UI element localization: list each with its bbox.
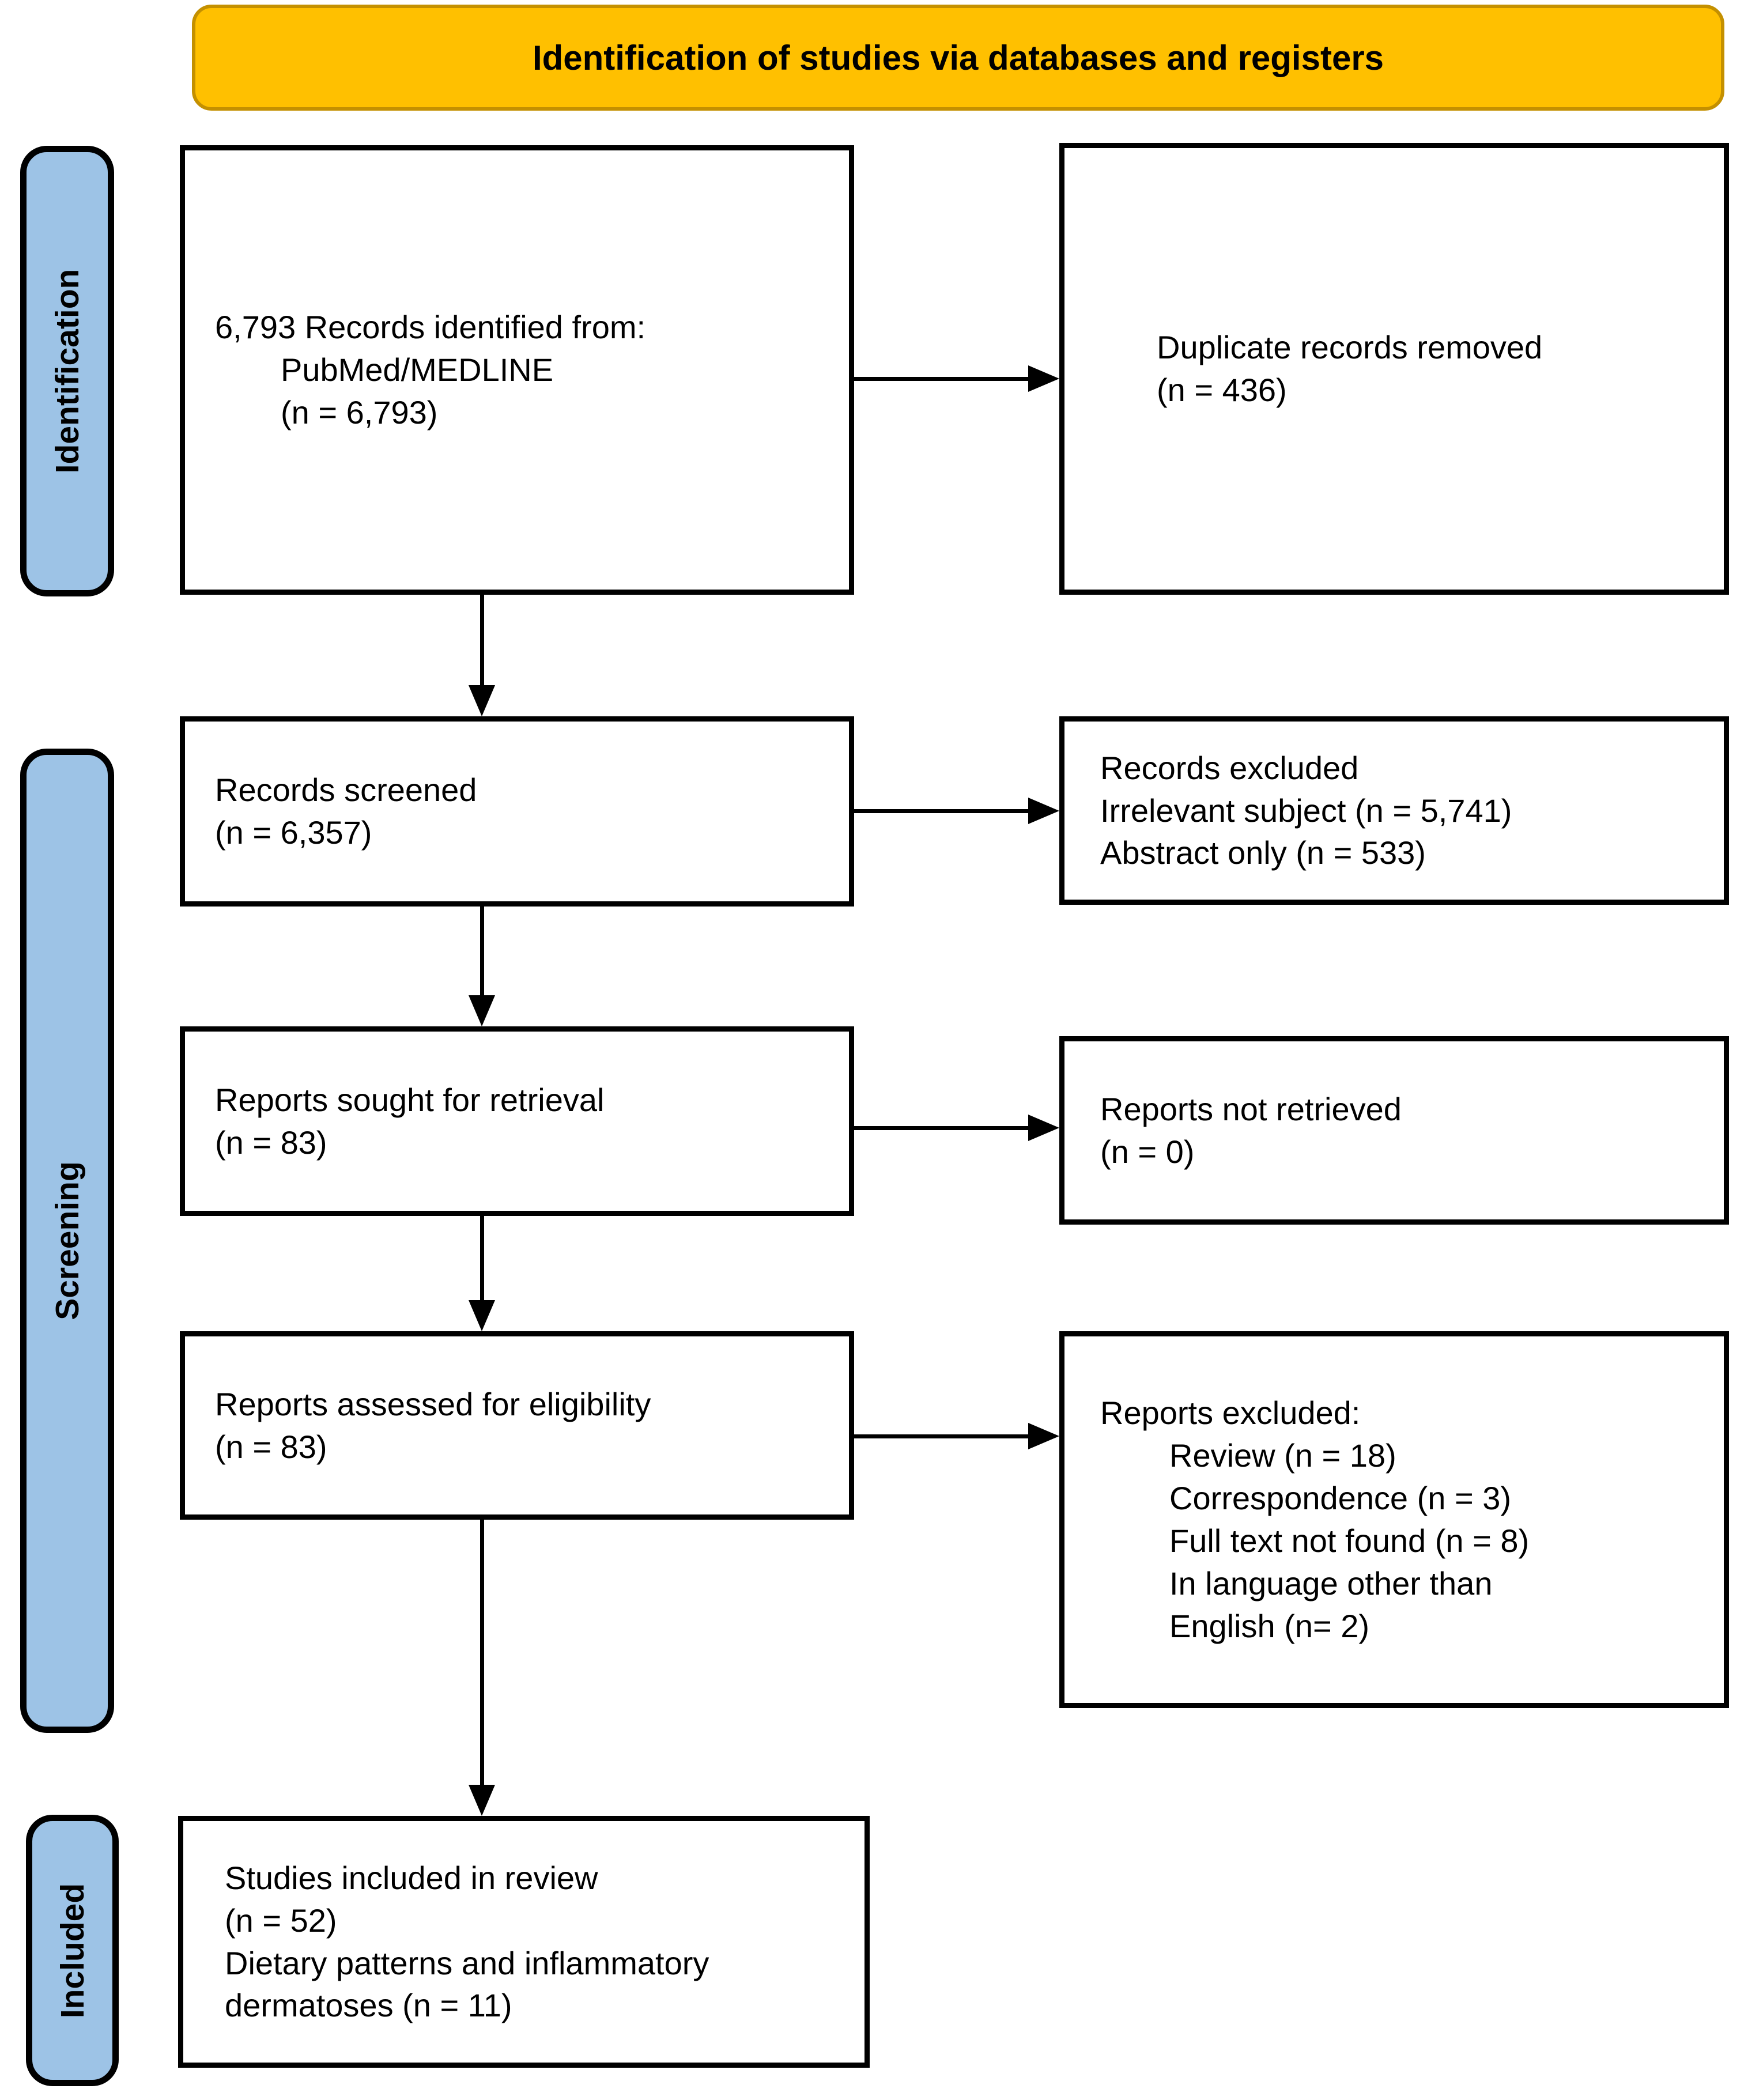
stage-label-identification-text: Identification <box>48 269 86 474</box>
arrow-sought-to-not-retrieved <box>854 1115 1059 1141</box>
box-reports-excluded-line-4: Full text not found (n = 8) <box>1169 1523 1530 1559</box>
box-reports-excluded-line-5: In language other than <box>1169 1565 1493 1602</box>
box-reports-sought-for-retrieval: Reports sought for retrieval (n = 83) <box>180 1026 854 1216</box>
box-records-excluded: Records excluded Irrelevant subject (n =… <box>1059 716 1729 905</box>
arrow-identified-to-duplicates <box>854 365 1059 392</box>
box-records-excluded-line-3: Abstract only (n = 533) <box>1100 834 1426 871</box>
box-reports-excluded: Reports excluded: Review (n = 18) Corres… <box>1059 1331 1729 1708</box>
box-reports-not-retrieved: Reports not retrieved (n = 0) <box>1059 1036 1729 1225</box>
stage-label-screening: Screening <box>20 749 114 1733</box>
box-records-excluded-line-2: Irrelevant subject (n = 5,741) <box>1100 792 1512 829</box>
header-title: Identification of studies via databases … <box>532 38 1384 77</box>
box-studies-included-line-2: (n = 52) <box>225 1902 337 1939</box>
box-records-identified-line-1: 6,793 Records identified from: <box>215 309 646 346</box>
arrow-right-icon <box>1028 798 1059 824</box>
box-records-screened-line-1: Records screened <box>215 772 477 809</box>
arrow-shaft <box>480 1520 484 1785</box>
box-reports-excluded-line-3: Correspondence (n = 3) <box>1169 1480 1512 1517</box>
stage-label-screening-text: Screening <box>48 1161 86 1320</box>
box-records-screened: Records screened (n = 6,357) <box>180 716 854 907</box>
arrow-screened-to-excluded <box>854 798 1059 824</box>
arrow-screened-to-sought <box>469 907 495 1026</box>
arrow-right-icon <box>1028 365 1059 392</box>
arrow-assessed-to-included <box>469 1520 495 1816</box>
arrow-down-icon <box>469 1300 495 1331</box>
box-studies-included-line-3: Dietary patterns and inflammatory <box>225 1944 709 1981</box>
box-studies-included-line-1: Studies included in review <box>225 1859 598 1896</box>
arrow-right-icon <box>1028 1115 1059 1141</box>
box-records-excluded-line-1: Records excluded <box>1100 749 1359 786</box>
stage-label-identification: Identification <box>20 146 114 596</box>
arrow-shaft <box>854 1434 1028 1438</box>
box-records-identified-line-3: (n = 6,793) <box>281 394 438 430</box>
stage-label-included: Included <box>26 1815 119 2086</box>
arrow-shaft <box>854 809 1028 813</box>
box-reports-assessed-line-1: Reports assessed for eligibility <box>215 1385 651 1422</box>
box-reports-assessed-line-2: (n = 83) <box>215 1428 327 1465</box>
box-reports-excluded-line-2: Review (n = 18) <box>1169 1437 1396 1474</box>
header-banner: Identification of studies via databases … <box>192 5 1724 111</box>
arrow-shaft <box>480 907 484 995</box>
box-reports-excluded-line-1: Reports excluded: <box>1100 1395 1361 1432</box>
arrow-down-icon <box>469 1785 495 1816</box>
box-records-screened-line-2: (n = 6,357) <box>215 814 372 851</box>
arrow-down-icon <box>469 995 495 1026</box>
box-reports-not-retrieved-line-2: (n = 0) <box>1100 1133 1195 1170</box>
box-reports-sought-line-2: (n = 83) <box>215 1124 327 1161</box>
box-reports-excluded-line-6: English (n= 2) <box>1169 1607 1370 1644</box>
box-records-identified-line-2: PubMed/MEDLINE <box>281 352 554 388</box>
stage-label-included-text: Included <box>54 1883 91 2018</box>
arrow-shaft <box>480 595 484 685</box>
box-studies-included-in-review: Studies included in review (n = 52) Diet… <box>178 1816 870 2068</box>
arrow-shaft <box>480 1216 484 1300</box>
box-duplicate-records-removed: Duplicate records removed (n = 436) <box>1059 143 1729 595</box>
box-duplicates-removed-line-1: Duplicate records removed <box>1157 329 1543 366</box>
box-reports-assessed-for-eligibility: Reports assessed for eligibility (n = 83… <box>180 1331 854 1520</box>
arrow-sought-to-assessed <box>469 1216 495 1331</box>
box-studies-included-line-4: dermatoses (n = 11) <box>225 1987 512 2024</box>
arrow-shaft <box>854 376 1028 381</box>
arrow-right-icon <box>1028 1423 1059 1449</box>
box-records-identified: 6,793 Records identified from: PubMed/ME… <box>180 145 854 595</box>
box-reports-sought-line-1: Reports sought for retrieval <box>215 1081 605 1118</box>
box-reports-not-retrieved-line-1: Reports not retrieved <box>1100 1090 1402 1127</box>
arrow-assessed-to-reports-excluded <box>854 1423 1059 1449</box>
arrow-identified-to-screened <box>469 595 495 716</box>
arrow-down-icon <box>469 685 495 716</box>
arrow-shaft <box>854 1125 1028 1130</box>
box-duplicates-removed-line-2: (n = 436) <box>1157 372 1287 408</box>
